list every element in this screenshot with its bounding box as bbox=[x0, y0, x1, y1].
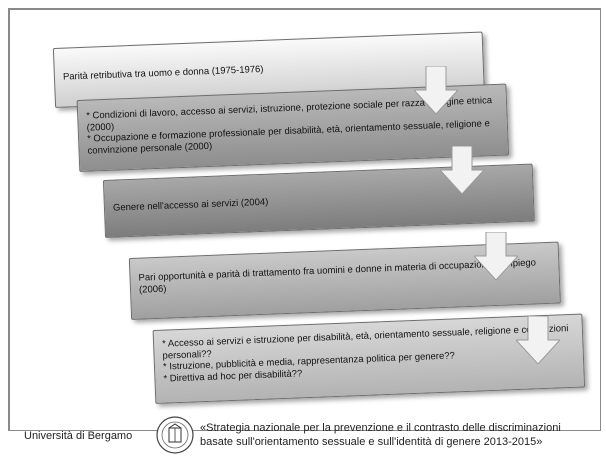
university-name: Università di Bergamo bbox=[24, 430, 133, 442]
down-arrow-icon-3 bbox=[474, 232, 518, 280]
quote-line-1: «Strategia nazionale per la prevenzione … bbox=[200, 422, 561, 434]
university-seal-icon bbox=[156, 416, 194, 454]
step-1-text: Parità retributiva tra uomo e donna (197… bbox=[62, 64, 264, 83]
quote-line-2: basate sull'orientamento sessuale e sull… bbox=[200, 435, 543, 448]
down-arrow-icon-4 bbox=[516, 316, 560, 364]
strategy-quote: «Strategia nazionale per la prevenzione … bbox=[200, 422, 600, 450]
step-3-text: Genere nell'accesso ai servizi (2004) bbox=[112, 196, 269, 214]
down-arrow-icon-2 bbox=[440, 146, 484, 194]
down-arrow-icon-1 bbox=[414, 66, 458, 114]
